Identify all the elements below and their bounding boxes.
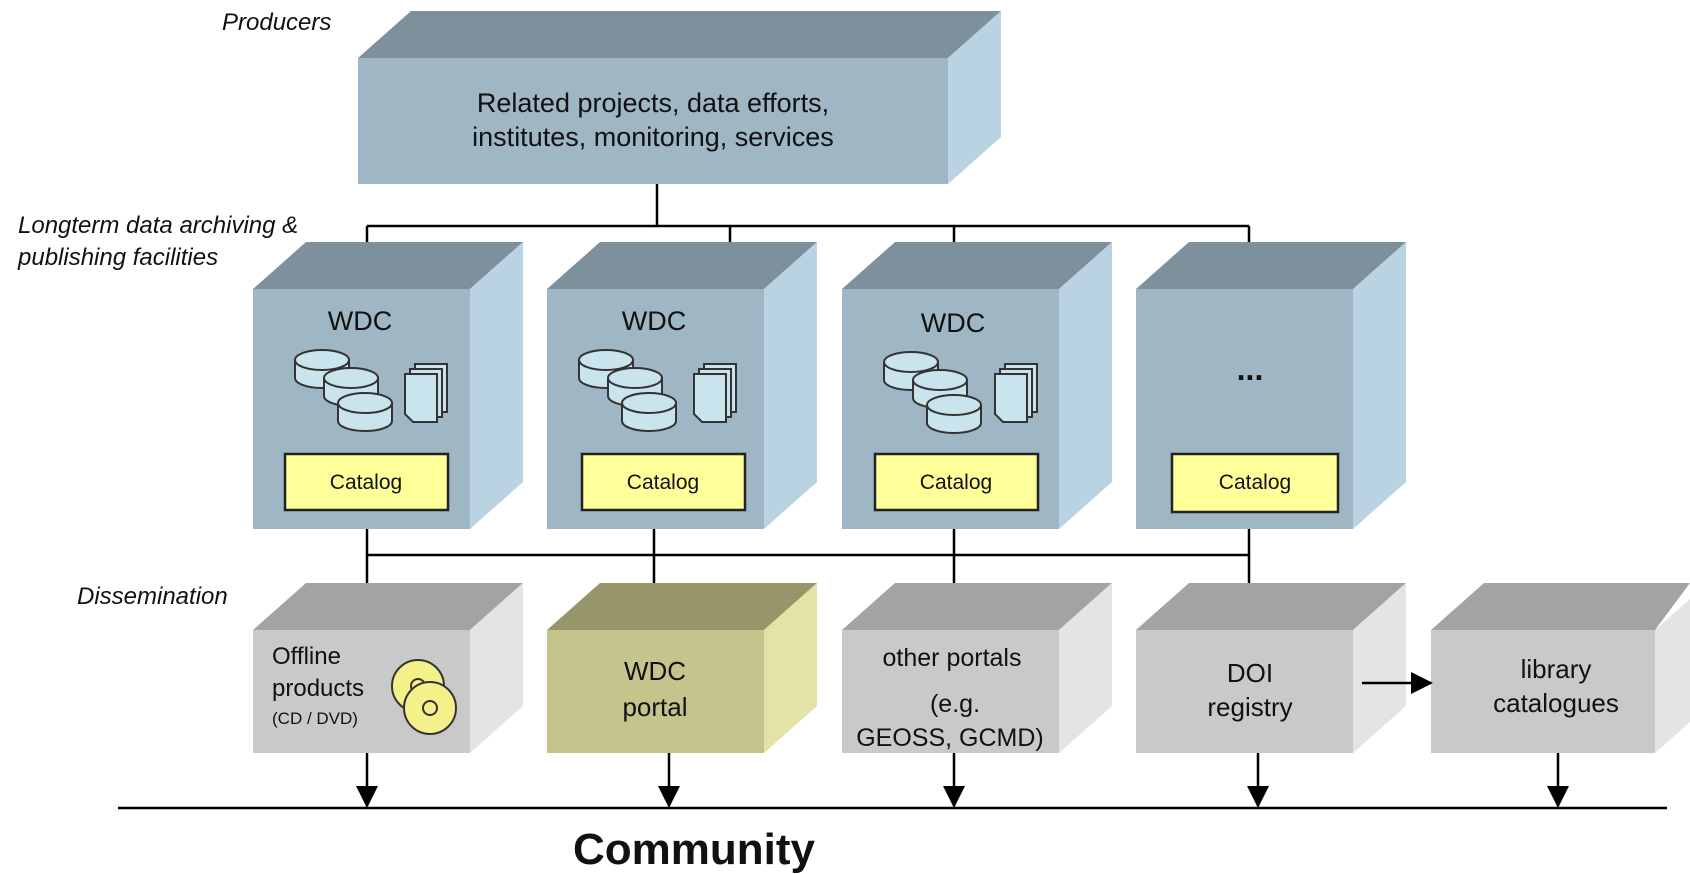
catalog-box [873, 452, 1040, 512]
facility-ellipsis: ... [1237, 351, 1264, 387]
catalog-label: Catalog [920, 471, 992, 494]
wdc-portal-line1: WDC [624, 656, 686, 686]
other-portals-box: other portals (e.g. GEOSS, GCMD) [842, 583, 1112, 753]
other-portals-line2: (e.g. [930, 690, 980, 718]
doi-line1: DOI [1227, 658, 1273, 688]
layer-label-producers: Producers [222, 9, 331, 36]
producer-box-line1: Related projects, data efforts, [477, 88, 829, 118]
wdc-portal-box: WDC portal [547, 583, 817, 753]
catalog-label: Catalog [627, 471, 699, 494]
library-line1: library [1521, 654, 1592, 684]
cd-icon [391, 659, 457, 735]
facility-more: ... Catalog [1136, 242, 1406, 529]
catalog-box [580, 452, 747, 512]
producer-box-line2: institutes, monitoring, services [472, 122, 834, 152]
offline-line2: products [272, 675, 364, 702]
other-portals-line1: other portals [883, 644, 1022, 672]
other-portals-line3: GEOSS, GCMD) [856, 724, 1044, 752]
wdc-portal-line2: portal [622, 692, 687, 722]
producer-box-side [948, 11, 1001, 184]
offline-line1: Offline [272, 643, 341, 670]
producer-box-top [358, 11, 1001, 58]
doi-registry-box: DOI registry [1136, 583, 1406, 753]
layer-label-archiving-line1: Longterm data archiving & [18, 212, 298, 239]
library-line2: catalogues [1493, 688, 1619, 718]
document-icon [404, 363, 448, 423]
catalog-box [283, 452, 450, 512]
layer-label-dissemination: Dissemination [77, 583, 228, 610]
document-icon [693, 363, 737, 423]
producer-box-front [358, 58, 948, 184]
document-icon [994, 363, 1038, 423]
offline-note: (CD / DVD) [272, 709, 358, 728]
facility-title: WDC [328, 306, 392, 336]
community-label: Community [573, 825, 816, 874]
catalog-box [1170, 452, 1340, 514]
database-icon [294, 349, 393, 432]
catalog-label: Catalog [1219, 471, 1291, 494]
library-catalogues-box: library catalogues [1431, 583, 1690, 753]
producer-box: Related projects, data efforts, institut… [358, 11, 1001, 184]
facility-wdc-3: WDC Catalog [842, 242, 1112, 529]
facility-title: WDC [622, 306, 686, 336]
database-icon [578, 349, 677, 432]
facility-wdc-2: WDC Catalog [547, 242, 817, 529]
database-icon [883, 351, 982, 434]
layer-label-archiving-line2: publishing facilities [17, 244, 218, 271]
facility-title: WDC [921, 308, 985, 338]
community-arrows [356, 753, 1569, 808]
catalog-label: Catalog [330, 471, 402, 494]
offline-products-box: Offline products (CD / DVD) [253, 583, 523, 753]
doi-line2: registry [1207, 692, 1292, 722]
facility-wdc-1: WDC Catalog [253, 242, 523, 529]
